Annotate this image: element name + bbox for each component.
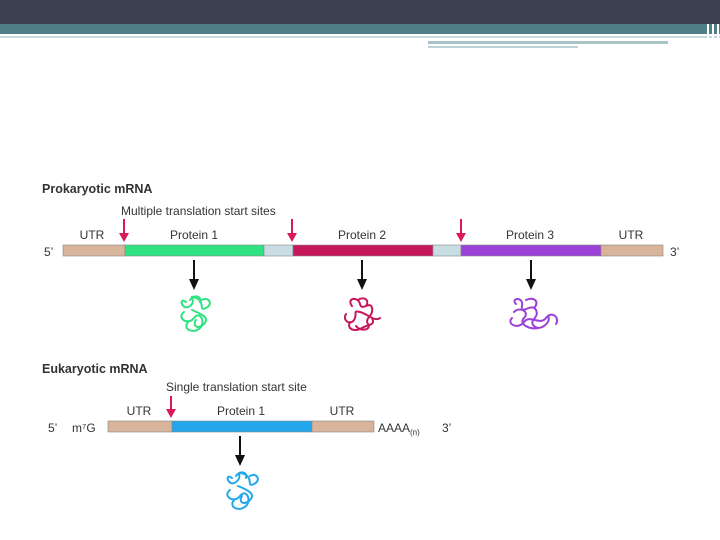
eukaryotic-heading: Eukaryotic mRNA [42, 362, 148, 376]
prok-five-prime-label: 5’ [44, 245, 53, 259]
euk-three-prime-label: 3’ [442, 421, 451, 435]
prok-protein2-segment [292, 244, 434, 257]
translation-arrow-icon [235, 436, 245, 466]
start-site-arrow-icon [119, 219, 129, 242]
start-site-arrow-icon [287, 219, 297, 242]
slide-decor-line [428, 41, 668, 44]
start-site-arrow-icon [456, 219, 466, 242]
prokaryotic-heading: Prokaryotic mRNA [42, 182, 152, 196]
prok-protein1-label: Protein 1 [170, 228, 218, 242]
prok-protein3-label: Protein 3 [506, 228, 554, 242]
prok-utr-3-segment [600, 244, 664, 257]
prokaryotic-subheading: Multiple translation start sites [121, 204, 276, 218]
euk-utr-5-label: UTR [127, 404, 152, 418]
eukaryotic-subheading: Single translation start site [166, 380, 307, 394]
euk-cap-label: m⁷G [72, 421, 96, 435]
prok-spacer-segment [263, 244, 294, 257]
prok-utr-3-label: UTR [619, 228, 644, 242]
prok-protein2-label: Protein 2 [338, 228, 386, 242]
translation-arrow-icon [357, 260, 367, 290]
folded-protein-2-icon [344, 297, 381, 331]
poly-a-tail-label: AAAA(n) [378, 421, 420, 437]
prok-utr-5-segment [62, 244, 126, 257]
translation-arrow-icon [189, 260, 199, 290]
prok-three-prime-label: 3’ [670, 245, 679, 259]
euk-utr-3-label: UTR [330, 404, 355, 418]
prok-protein3-segment [460, 244, 602, 257]
slide-decor-line [0, 36, 720, 38]
euk-utr-5-segment [107, 420, 173, 433]
folded-protein-euk-icon [226, 471, 259, 510]
euk-five-prime-label: 5’ [48, 421, 57, 435]
slide-decor-line [428, 46, 578, 48]
slide-corner-decor [704, 24, 720, 48]
translation-arrow-icon [526, 260, 536, 290]
start-site-arrow-icon [166, 396, 176, 418]
euk-protein1-label: Protein 1 [217, 404, 265, 418]
folded-protein-3-icon [509, 297, 558, 330]
prok-spacer-segment [432, 244, 462, 257]
euk-utr-3-segment [311, 420, 375, 433]
slide-top-band [0, 24, 720, 34]
prok-utr-5-label: UTR [80, 228, 105, 242]
folded-protein-1-icon [180, 295, 211, 332]
euk-protein1-segment [171, 420, 313, 433]
prok-protein1-segment [124, 244, 265, 257]
slide-top-bar [0, 0, 720, 24]
